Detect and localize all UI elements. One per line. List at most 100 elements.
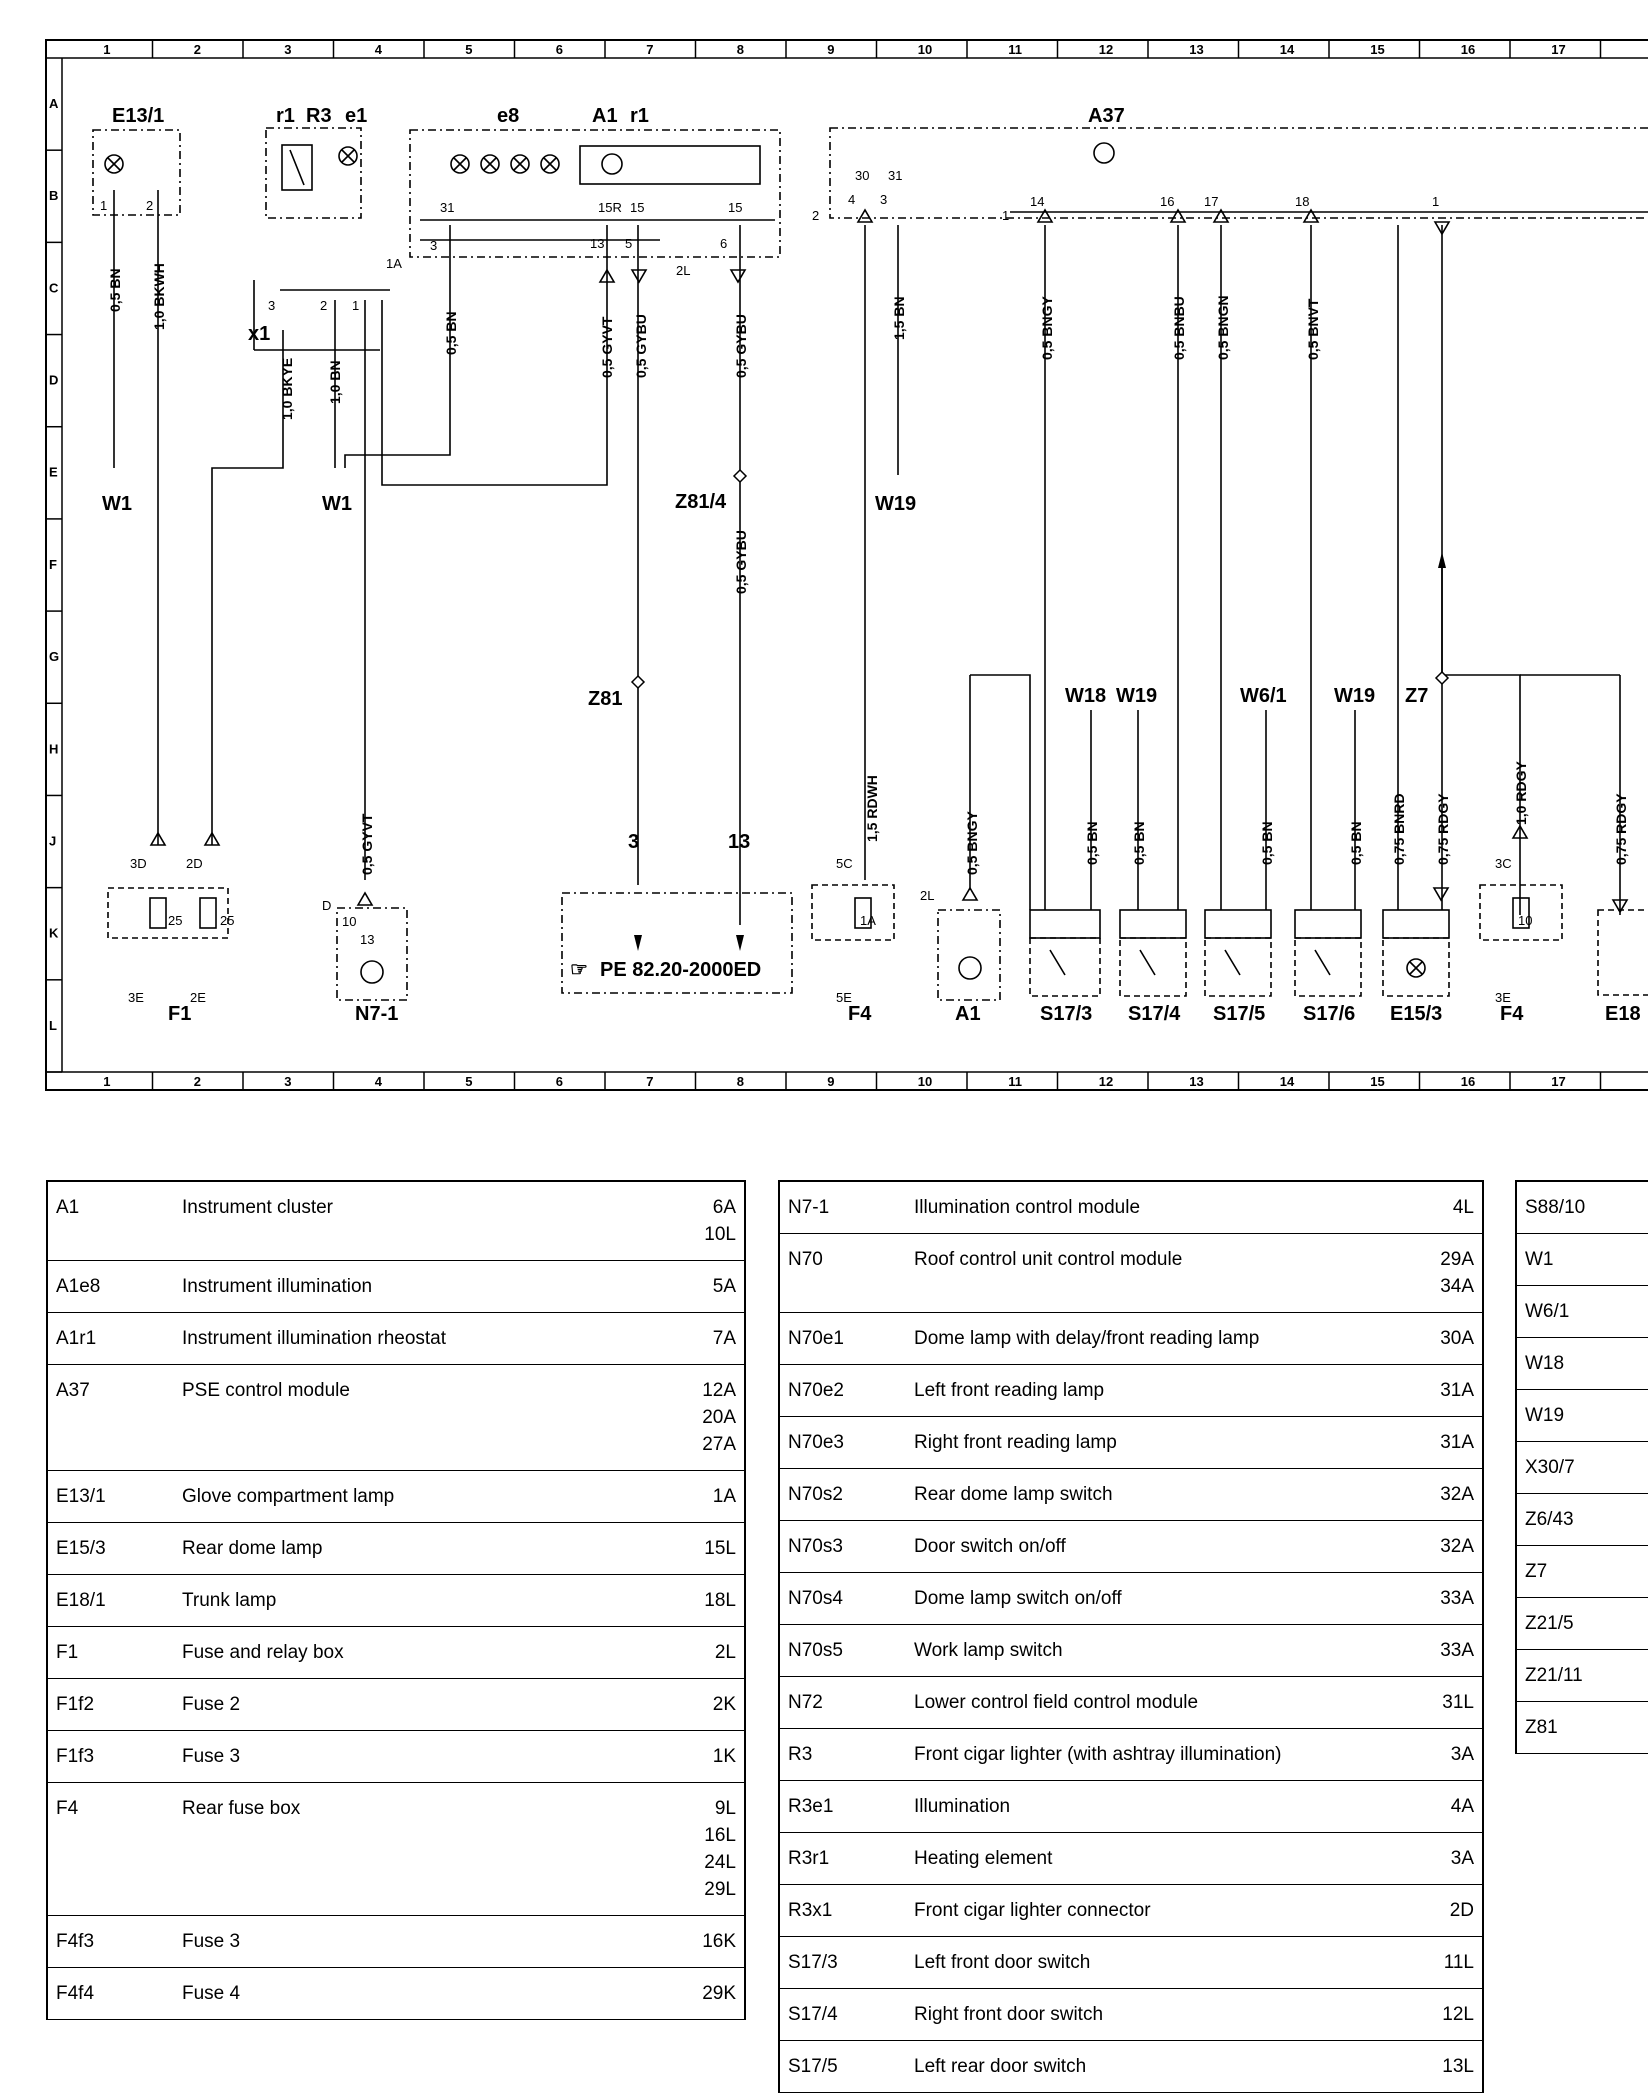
legend-code: S17/3 [780, 1936, 906, 1989]
svg-text:15: 15 [728, 200, 742, 215]
legend-location-value: 27A [702, 1434, 736, 1455]
a1-outline [409, 129, 781, 258]
ref-13: 13 [728, 831, 750, 853]
grid-row-label: G [49, 649, 59, 664]
grid-col-label: 8 [737, 1074, 744, 1089]
svg-text:0,5 GYBU: 0,5 GYBU [633, 314, 649, 378]
legend-description: Fuse 4 [174, 1967, 668, 2020]
grid-col-label: 5 [465, 1074, 472, 1089]
grid-col-label: 9 [827, 1074, 834, 1089]
legend-location-value: 33A [1440, 1588, 1474, 1609]
legend-location: 2L [668, 1626, 744, 1679]
svg-text:0,5 BNVT: 0,5 BNVT [1305, 298, 1321, 360]
legend-row: W6/1 [1517, 1285, 1648, 1338]
legend-code: Z81 [1517, 1701, 1643, 1754]
grid-col-label: 11 [1008, 1074, 1022, 1089]
legend-code: A1r1 [48, 1312, 174, 1365]
legend-code: F1f2 [48, 1678, 174, 1731]
svg-text:0,75 RDGY: 0,75 RDGY [1435, 793, 1451, 865]
legend-location: 31L [1406, 1676, 1482, 1729]
svg-text:0,75 BNRD: 0,75 BNRD [1391, 793, 1407, 865]
svg-text:16: 16 [1160, 194, 1174, 209]
svg-text:17: 17 [1204, 194, 1218, 209]
legend-location-value: 5A [712, 1276, 736, 1297]
legend-location: 1A [668, 1470, 744, 1523]
svg-text:2D: 2D [186, 856, 203, 871]
grid-col-label: 4 [375, 1074, 383, 1089]
legend-location-value: 16L [704, 1825, 736, 1846]
grid-col-label: 16 [1461, 42, 1475, 57]
legend-location: 13L [1406, 2040, 1482, 2093]
legend-location-value: 15L [704, 1538, 736, 1559]
grid-row-label: H [49, 741, 58, 756]
label-r1b: r1 [630, 105, 649, 127]
svg-text:1,0 BN: 1,0 BN [327, 360, 343, 404]
label-e15-3: E15/3 [1390, 1003, 1442, 1025]
legend-code: W18 [1517, 1337, 1643, 1390]
legend-code: X30/7 [1517, 1441, 1643, 1494]
svg-text:0,5 BNGY: 0,5 BNGY [964, 811, 980, 875]
svg-text:1,0 BKWH: 1,0 BKWH [151, 263, 167, 330]
legend-description [1643, 1441, 1648, 1494]
grid-col-label: 4 [375, 42, 383, 57]
grid-col-label: 3 [284, 1074, 291, 1089]
grid-row-label: E [49, 465, 58, 480]
legend-location-value: 32A [1440, 1536, 1474, 1557]
legend-description [1643, 1233, 1648, 1286]
lamp-symbols [104, 142, 1426, 984]
svg-text:3: 3 [880, 192, 887, 207]
door-switch-boxes [107, 884, 1648, 997]
splices [630, 468, 1450, 690]
legend-row: X30/7 [1517, 1441, 1648, 1494]
legend-code: N72 [780, 1676, 906, 1729]
solid-arrows [634, 552, 1446, 951]
a1b-outline [937, 909, 1001, 1001]
legend-description: Rear fuse box [174, 1782, 668, 1916]
legend-location-value: 4A [1450, 1796, 1474, 1817]
label-a1: A1 [592, 105, 618, 127]
legend-description: Instrument illumination [174, 1260, 668, 1313]
svg-text:0,5 BN: 0,5 BN [1131, 821, 1147, 865]
grid-col-label: 2 [194, 1074, 201, 1089]
svg-text:3C: 3C [1495, 856, 1512, 871]
legend-location-value: 32A [1440, 1484, 1474, 1505]
legend-description: Instrument illumination rheostat [174, 1312, 668, 1365]
legend-description: Right front door switch [906, 1988, 1406, 2041]
legend-description [1643, 1389, 1648, 1442]
connector-arrows [149, 208, 1629, 914]
label-w19a: W19 [875, 493, 916, 515]
label-s17-6: S17/6 [1303, 1003, 1355, 1025]
svg-text:4: 4 [848, 192, 855, 207]
legend-location: 33A [1406, 1624, 1482, 1677]
legend-location: 3A [1406, 1832, 1482, 1885]
svg-text:5C: 5C [836, 856, 853, 871]
label-s17-3: S17/3 [1040, 1003, 1092, 1025]
legend-location: 32A [1406, 1468, 1482, 1521]
grid-col-label: 10 [918, 42, 932, 57]
legend-location: 31A [1406, 1364, 1482, 1417]
legend-location: 2K [668, 1678, 744, 1731]
svg-text:0,5 BNBU: 0,5 BNBU [1171, 296, 1187, 360]
wiring-diagram: 1122334455667788991010111112121313141415… [45, 39, 1648, 1091]
label-z81: Z81 [588, 688, 622, 710]
grid-row-label: A [49, 96, 59, 111]
svg-text:0,5 BN: 0,5 BN [1259, 821, 1275, 865]
legend-code: F1 [48, 1626, 174, 1679]
svg-text:14: 14 [1030, 194, 1044, 209]
legend-code: N7-1 [780, 1182, 906, 1234]
grid-row-label: D [49, 373, 58, 388]
svg-text:13: 13 [590, 236, 604, 251]
legend-description: Rear dome lamp switch [906, 1468, 1406, 1521]
legend-description: Rear dome lamp [174, 1522, 668, 1575]
svg-text:15R: 15R [598, 200, 622, 215]
legend-description [1643, 1493, 1648, 1546]
legend-code: F4 [48, 1782, 174, 1916]
